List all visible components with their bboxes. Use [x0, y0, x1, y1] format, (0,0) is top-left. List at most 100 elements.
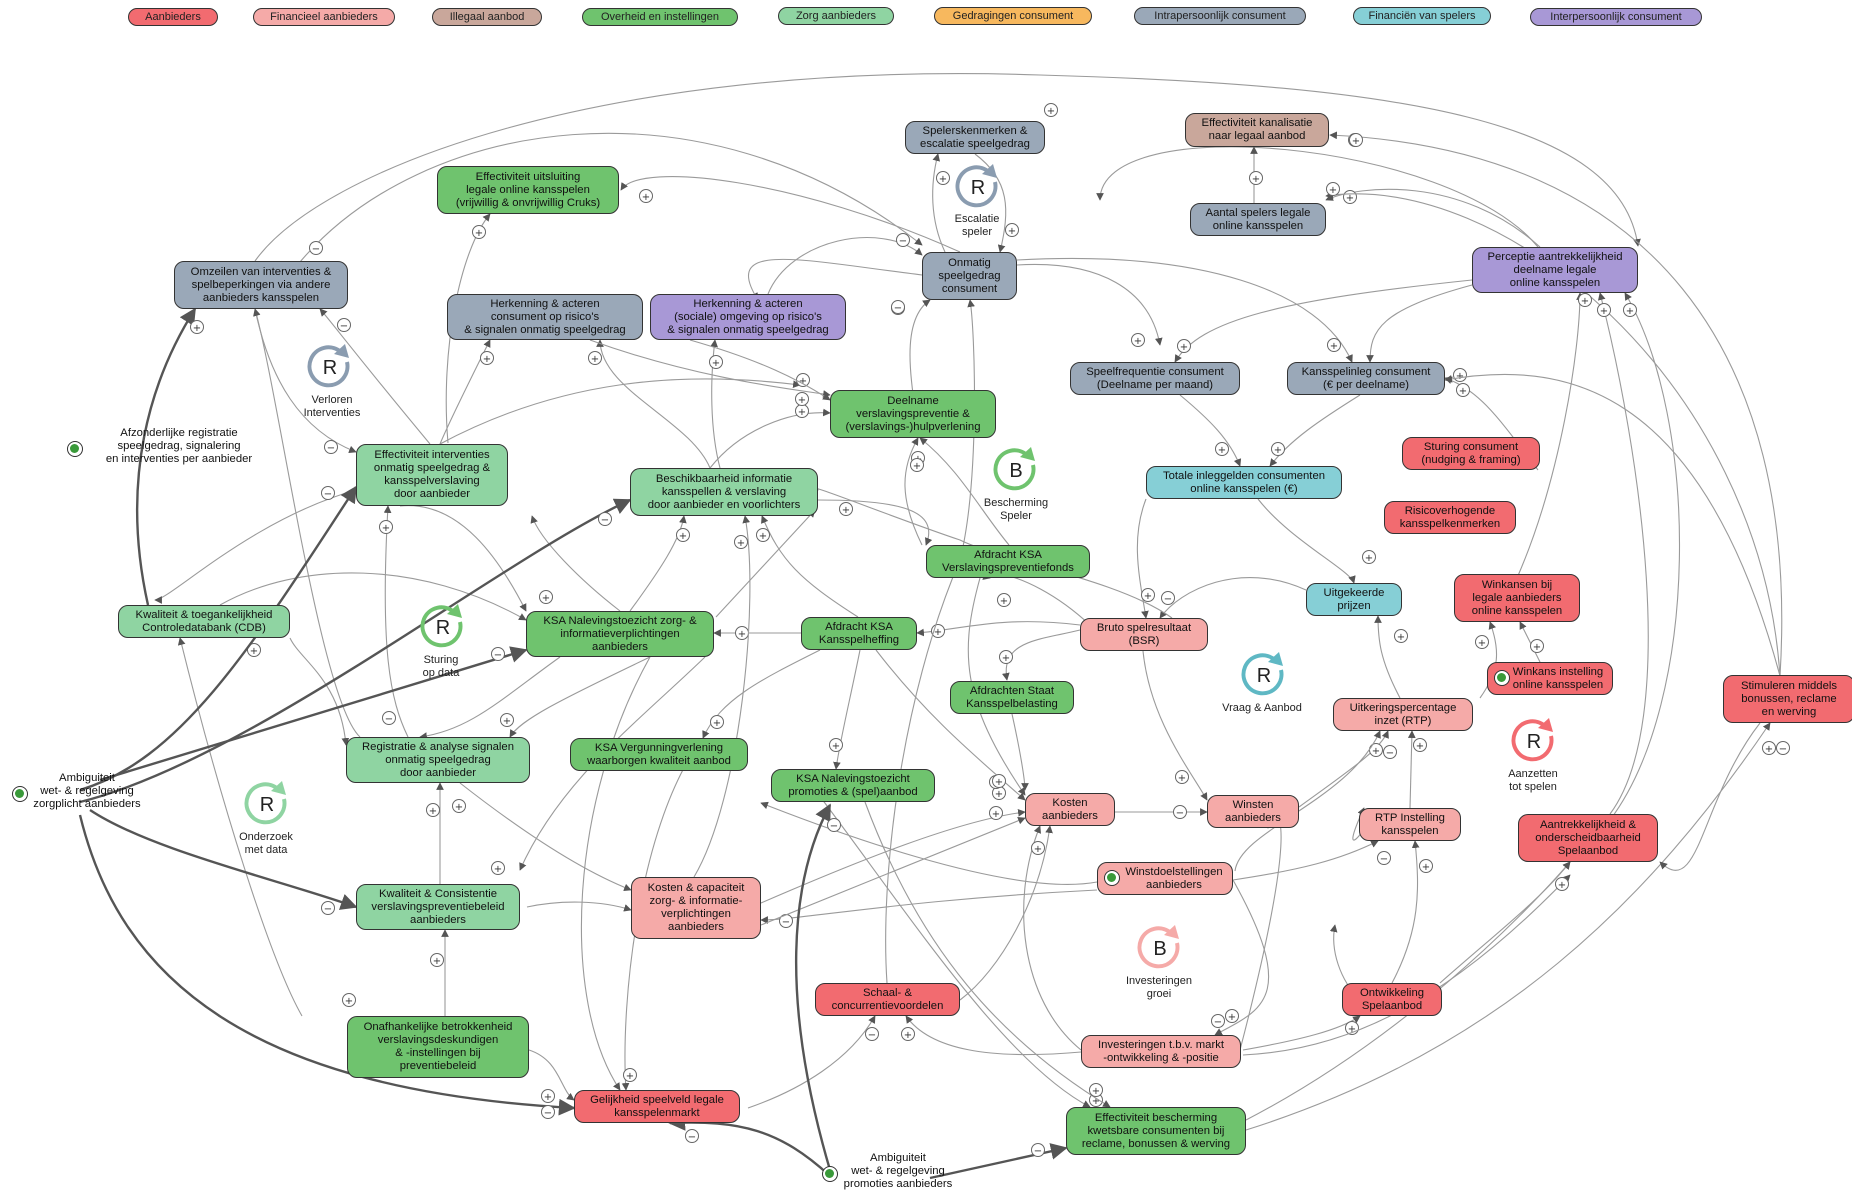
svg-text:+: + — [738, 629, 746, 640]
exogenous-marker-afzonderlijke — [67, 441, 83, 457]
node-rtp-instelling: RTP Instelling kansspelen — [1359, 808, 1461, 841]
polarity-plus-marker: + — [491, 861, 505, 875]
causal-link — [668, 1113, 831, 1177]
polarity-plus-marker: + — [1555, 877, 1569, 891]
causal-link — [1659, 722, 1761, 871]
polarity-minus-marker: − — [321, 486, 335, 500]
polarity-plus-marker: + — [1475, 635, 1489, 649]
polarity-plus-marker: + — [1578, 293, 1592, 307]
svg-text:−: − — [324, 489, 332, 500]
polarity-minus-marker: − — [382, 711, 396, 725]
svg-text:+: + — [1144, 591, 1152, 602]
svg-text:−: − — [1034, 1146, 1042, 1157]
polarity-plus-marker: + — [1597, 303, 1611, 317]
causal-link — [1609, 292, 1681, 821]
loop-type-letter: R — [1257, 665, 1271, 687]
svg-text:+: + — [1180, 342, 1188, 353]
node-onafhankelijke: Onafhankelijke betrokkenheid verslavings… — [347, 1016, 529, 1078]
svg-text:−: − — [1386, 748, 1394, 759]
causal-link — [1136, 498, 1149, 619]
svg-text:+: + — [1047, 106, 1055, 117]
polarity-minus-marker: − — [1211, 1014, 1225, 1028]
causal-link — [528, 1049, 575, 1101]
svg-text:+: + — [995, 789, 1003, 800]
polarity-plus-marker: + — [472, 225, 486, 239]
polarity-minus-marker: − — [1776, 741, 1790, 755]
svg-text:−: − — [894, 303, 902, 314]
svg-text:−: − — [544, 1108, 552, 1119]
svg-text:+: + — [832, 741, 840, 752]
polarity-plus-marker: + — [1089, 1083, 1103, 1097]
loop-type-letter: R — [436, 617, 450, 639]
loop-symbol: R — [244, 781, 287, 825]
svg-text:+: + — [544, 1092, 552, 1103]
loop-type-letter: R — [323, 357, 337, 379]
node-kansspelinleg: Kansspelinleg consument (€ per deelname) — [1287, 362, 1445, 395]
loop-arrowhead — [1020, 447, 1035, 461]
polarity-minus-marker: − — [541, 1105, 555, 1119]
loop-type-letter: B — [1153, 938, 1166, 960]
svg-text:−: − — [830, 821, 838, 832]
node-onmatig-speelgedrag: Onmatig speelgedrag consument — [922, 252, 1017, 300]
svg-text:+: + — [1765, 744, 1773, 755]
svg-text:+: + — [1252, 174, 1260, 185]
svg-text:+: + — [798, 395, 806, 406]
svg-text:+: + — [939, 174, 947, 185]
node-perceptie: Perceptie aantrekkelijkheid deelname leg… — [1472, 247, 1638, 293]
causal-link — [710, 339, 721, 469]
polarity-plus-marker: + — [829, 738, 843, 752]
node-uitgekeerde-prijzen: Uitgekeerde prijzen — [1306, 583, 1402, 616]
loop-sturing-op-data: R — [420, 604, 466, 650]
causal-link — [715, 509, 816, 618]
loop-arc — [420, 605, 463, 648]
svg-text:−: − — [1380, 854, 1388, 865]
node-uitkeringspercentage: Uitkeringspercentage inzet (RTP) — [1333, 698, 1473, 731]
svg-text:+: + — [992, 809, 1000, 820]
legend-aanbieders: Aanbieders — [128, 8, 218, 26]
svg-text:+: + — [1092, 1096, 1100, 1107]
node-aantal-spelers: Aantal spelers legale online kansspelen — [1190, 203, 1326, 236]
svg-text:+: + — [1134, 336, 1142, 347]
polarity-plus-marker: + — [1327, 338, 1341, 352]
polarity-plus-marker: + — [1345, 1021, 1359, 1035]
polarity-plus-marker: + — [247, 643, 261, 657]
node-effectiviteit-interventies: Effectiviteit interventies onmatig speel… — [356, 444, 508, 506]
causal-link — [833, 649, 861, 770]
svg-text:+: + — [1218, 445, 1226, 456]
polarity-plus-marker: + — [1394, 629, 1408, 643]
svg-text:+: + — [433, 956, 441, 967]
causal-link — [399, 505, 527, 612]
causal-link — [79, 485, 358, 792]
svg-text:+: + — [1365, 553, 1373, 564]
svg-text:+: + — [1348, 1024, 1356, 1035]
svg-text:+: + — [712, 358, 720, 369]
node-kosten-capaciteit: Kosten & capaciteit zorg- & informatie- … — [631, 877, 761, 939]
causal-link — [1142, 650, 1208, 801]
causal-link — [817, 499, 933, 546]
causal-link — [904, 437, 923, 546]
svg-text:+: + — [626, 1071, 634, 1082]
loop-label-investeringen-groei: Investeringen groei — [1125, 975, 1193, 1000]
loop-arc — [307, 345, 350, 388]
svg-text:+: + — [1346, 193, 1354, 204]
causal-link — [439, 339, 491, 445]
polarity-plus-marker: + — [1175, 770, 1189, 784]
polarity-plus-marker: + — [1348, 133, 1362, 147]
polarity-plus-marker: + — [1141, 588, 1155, 602]
polarity-plus-marker: + — [1456, 383, 1470, 397]
node-beschikbaarheid: Beschikbaarheid informatie kansspellen &… — [630, 468, 818, 516]
loop-symbol: B — [1137, 925, 1180, 969]
polarity-plus-marker: + — [1271, 442, 1285, 456]
svg-text:+: + — [1330, 341, 1338, 352]
node-registratie-analyse: Registratie & analyse signalen onmatig s… — [346, 737, 530, 783]
causal-link — [526, 901, 632, 912]
loop-onderzoek-met-data: R — [244, 781, 290, 827]
causal-link — [689, 339, 831, 401]
causal-link — [1439, 861, 1571, 984]
svg-text:−: − — [327, 443, 335, 454]
node-kosten-aanbieders: Kosten aanbieders — [1025, 793, 1115, 826]
polarity-plus-marker: + — [910, 458, 924, 472]
svg-text:+: + — [904, 1030, 912, 1041]
polarity-plus-marker: + — [1453, 368, 1467, 382]
